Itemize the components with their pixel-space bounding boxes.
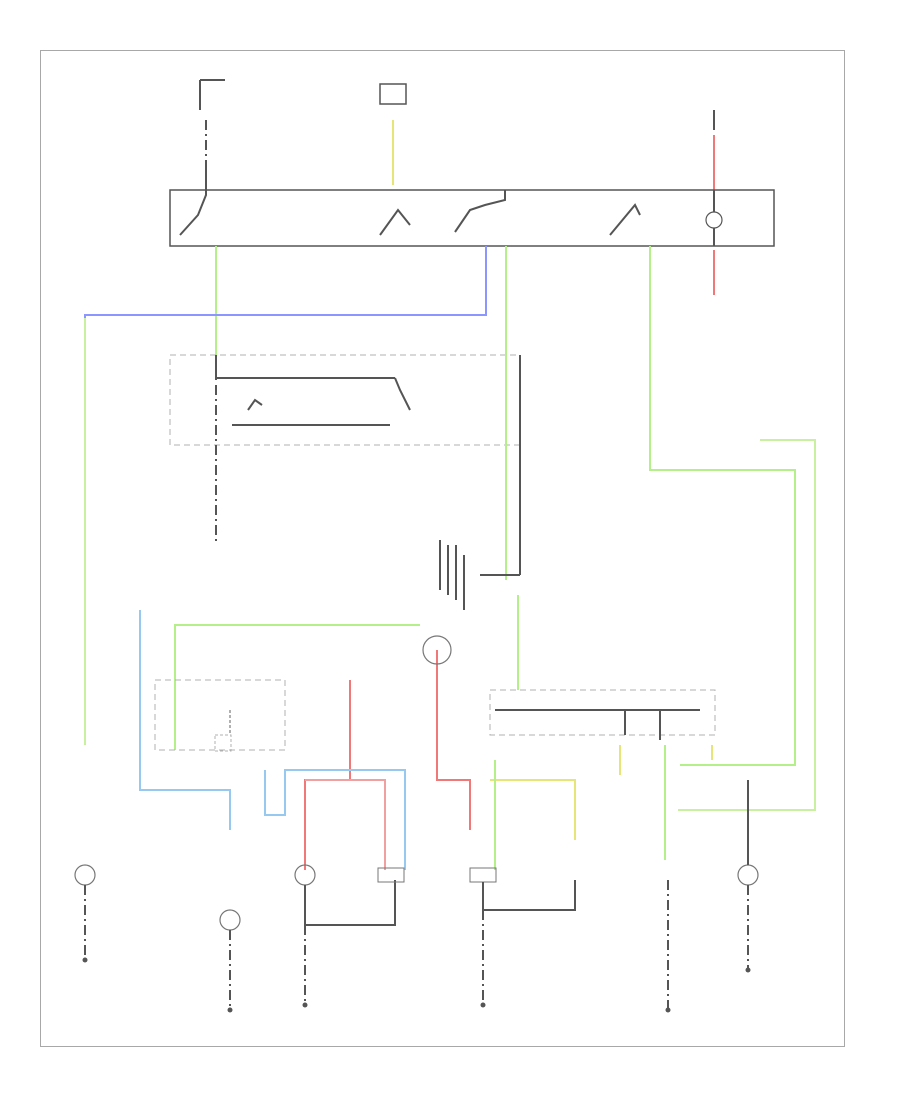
wire-green-right (649, 246, 796, 766)
lamp-right-rear (469, 867, 576, 1008)
wire-blue-top (84, 246, 487, 740)
main-switch-box (169, 170, 775, 247)
top-left-source (199, 79, 225, 170)
left-connector-ticks (154, 679, 286, 752)
wire-light-green-right (678, 439, 816, 811)
wire-red-mid (304, 680, 351, 870)
lamp-left-side (219, 909, 241, 1013)
top-mid-source (379, 83, 407, 185)
turn-switch (439, 540, 520, 690)
wire-blue-loop (264, 769, 406, 870)
wire-yellow (490, 779, 576, 840)
middle-switch-area (169, 350, 521, 580)
lamp-left-front (74, 864, 96, 963)
lamp-right-side (665, 880, 671, 1013)
wire-green-horizontal (174, 624, 420, 750)
flasher-icon (422, 635, 452, 665)
lamp-left-rear (294, 864, 405, 1008)
wire-pink (305, 779, 386, 870)
lamp-right-front (737, 780, 759, 973)
wire-light-blue-left (139, 610, 231, 830)
right-connector (489, 689, 716, 860)
wire-red-center (436, 650, 471, 830)
diagram-frame (40, 50, 845, 1047)
